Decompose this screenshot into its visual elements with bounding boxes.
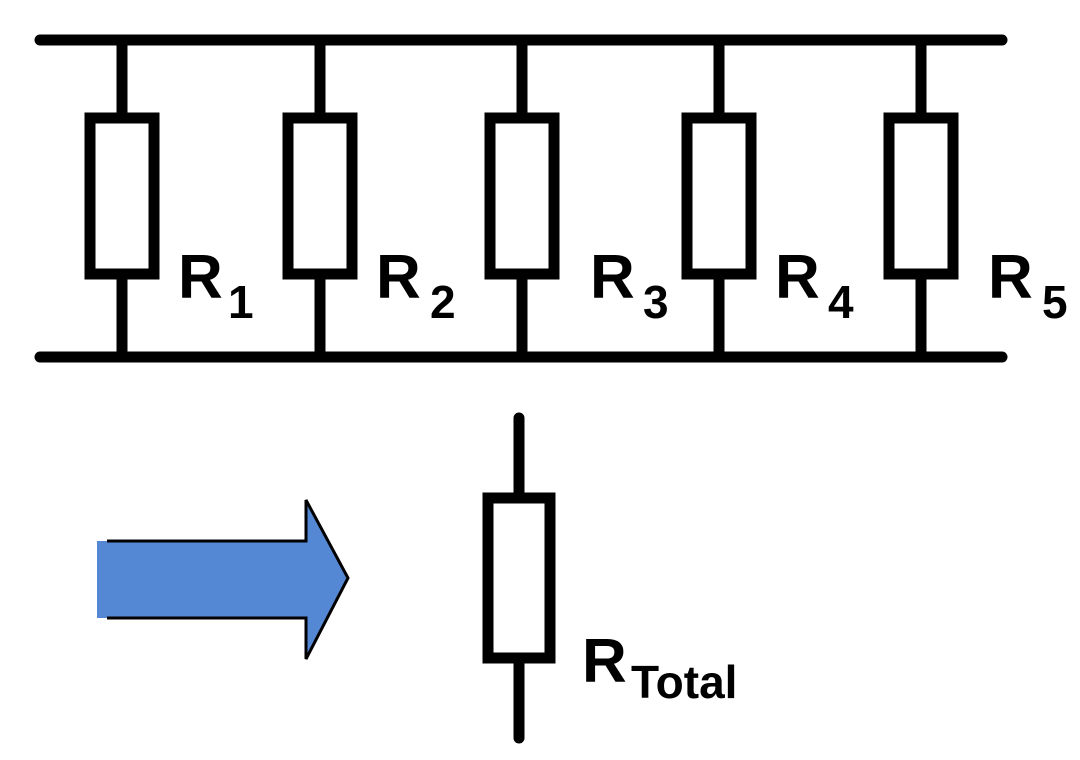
- r5-body: [883, 112, 959, 280]
- r1-body: [84, 112, 160, 280]
- r3-subscript: 3: [643, 276, 669, 328]
- r4-subscript: 4: [828, 276, 854, 328]
- r3-letter: R: [590, 243, 635, 312]
- r5-subscript: 5: [1042, 276, 1068, 328]
- resistor-r3: R 3: [484, 34, 669, 363]
- r4-body: [681, 112, 757, 280]
- r1-label: R 1: [178, 243, 254, 328]
- r5-letter: R: [988, 243, 1033, 312]
- rtotal-body: [482, 492, 556, 664]
- r2-body: [282, 112, 358, 280]
- r3-label: R 3: [590, 243, 669, 328]
- r1-letter: R: [178, 243, 223, 312]
- resistor-total: R Total: [482, 412, 737, 744]
- r4-letter: R: [775, 243, 820, 312]
- r4-label: R 4: [775, 243, 854, 328]
- r2-label: R 2: [376, 243, 456, 328]
- resistor-r2: R 2: [282, 34, 456, 363]
- rtotal-subscript: Total: [631, 656, 737, 708]
- r3-body: [484, 112, 560, 280]
- arrow-shape: [97, 500, 348, 659]
- rtotal-label: R Total: [582, 627, 737, 708]
- r2-subscript: 2: [430, 276, 456, 328]
- rtotal-letter: R: [582, 627, 627, 696]
- resistor-r1: R 1: [84, 34, 254, 363]
- resistor-r5: R 5: [883, 34, 1068, 363]
- right-arrow-icon: [97, 499, 350, 660]
- resistor-r4: R 4: [681, 34, 854, 363]
- r5-label: R 5: [988, 243, 1068, 328]
- arrow-outline: [107, 499, 350, 660]
- r1-subscript: 1: [228, 276, 254, 328]
- r2-letter: R: [376, 243, 421, 312]
